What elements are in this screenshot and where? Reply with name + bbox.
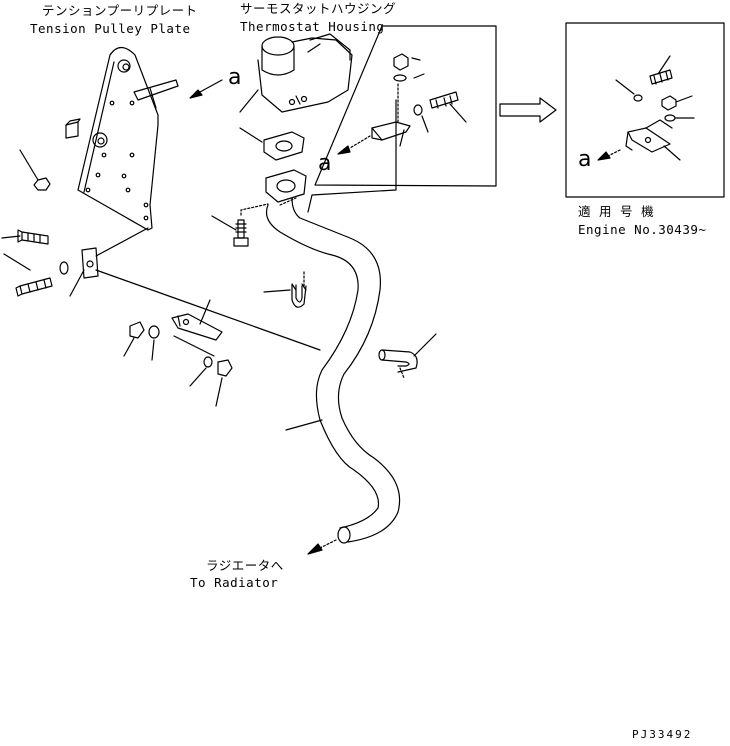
water-pipe [265, 197, 401, 544]
gasket [239, 127, 305, 161]
thermostat-housing-label-en: Thermostat Housing [240, 19, 384, 34]
ref-a-arrow-top [189, 79, 223, 99]
tension-pulley-plate [65, 46, 179, 231]
inset-detail-right [565, 22, 725, 198]
engine-number-label: Engine No.30439~ [578, 222, 706, 237]
washer-nut-lower [189, 356, 233, 407]
nut-lower [123, 321, 145, 357]
small-bracket [69, 247, 99, 297]
hose-fitting-right [378, 333, 437, 379]
leader-bracket-clip [95, 269, 321, 351]
ref-a-label-middle: a [318, 151, 331, 176]
leader-bracket-plate [95, 227, 149, 257]
bolt-upper-left [1, 229, 49, 245]
arrow-right [499, 97, 557, 123]
leader-pipe-bracket [307, 99, 397, 213]
ref-a-arrow-middle [337, 135, 371, 155]
u-clamp [263, 269, 307, 308]
leader-lower-bolt [173, 335, 215, 357]
clip-bracket [171, 299, 223, 341]
tension-pulley-plate-label-jp: テンションプーリプレート [42, 3, 198, 18]
tension-pulley-plate-label-en: Tension Pulley Plate [30, 21, 191, 36]
thermostat-housing-label-jp: サーモスタットハウジング [240, 1, 396, 16]
inset-detail-middle [314, 25, 497, 187]
hose-flange [265, 169, 307, 203]
bolt-pipe [211, 203, 269, 247]
ref-a-label-top: a [228, 65, 241, 90]
nut-plate [19, 149, 51, 191]
ref-a-label-right: a [578, 147, 591, 172]
drawing-code: PJ33492 [632, 728, 692, 741]
washer-lower [148, 325, 160, 361]
to-radiator-label-en: To Radiator [190, 575, 278, 590]
washer-left [59, 261, 69, 275]
to-radiator-label-jp: ラジエータへ [206, 558, 284, 573]
applicable-label-jp: 適 用 号 機 [578, 204, 654, 219]
bolt-lower-left [3, 253, 53, 297]
thermostat-housing [239, 33, 353, 113]
radiator-arrow [307, 539, 337, 555]
